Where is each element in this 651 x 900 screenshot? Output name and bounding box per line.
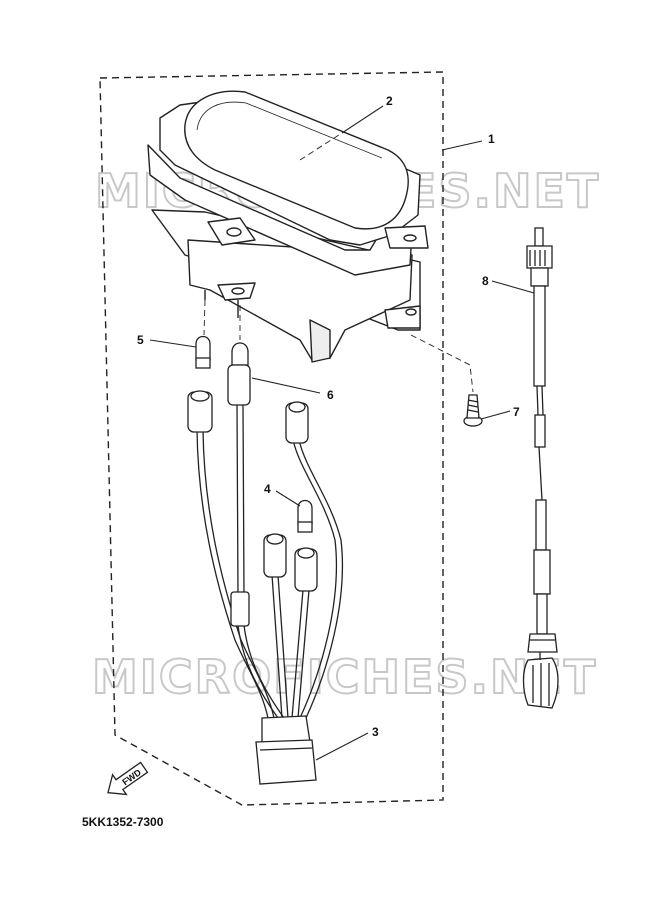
speedometer-cable <box>522 227 559 709</box>
fwd-arrow-icon: FWD <box>107 761 149 796</box>
wire-harness <box>196 404 344 719</box>
assembly-boundary <box>99 71 444 806</box>
callout-4: 4 <box>264 482 271 496</box>
callout-2: 2 <box>386 94 393 108</box>
callout-8: 8 <box>482 274 489 288</box>
meter-assembly <box>147 90 429 363</box>
screw-7 <box>463 394 483 427</box>
part-number: 5KK1352-7300 <box>82 815 164 829</box>
watermark-bottom: MICROFICHES.NET <box>92 650 597 704</box>
callout-6: 6 <box>327 388 334 402</box>
callout-3: 3 <box>372 725 379 739</box>
callout-1: 1 <box>488 132 495 146</box>
callout-5: 5 <box>137 333 144 347</box>
leader-lines <box>149 105 535 761</box>
bulb-5 <box>195 335 211 369</box>
bulb-sockets <box>187 342 318 785</box>
bulb-4 <box>297 499 313 533</box>
callout-7: 7 <box>513 405 520 419</box>
meter-lens <box>184 90 409 230</box>
